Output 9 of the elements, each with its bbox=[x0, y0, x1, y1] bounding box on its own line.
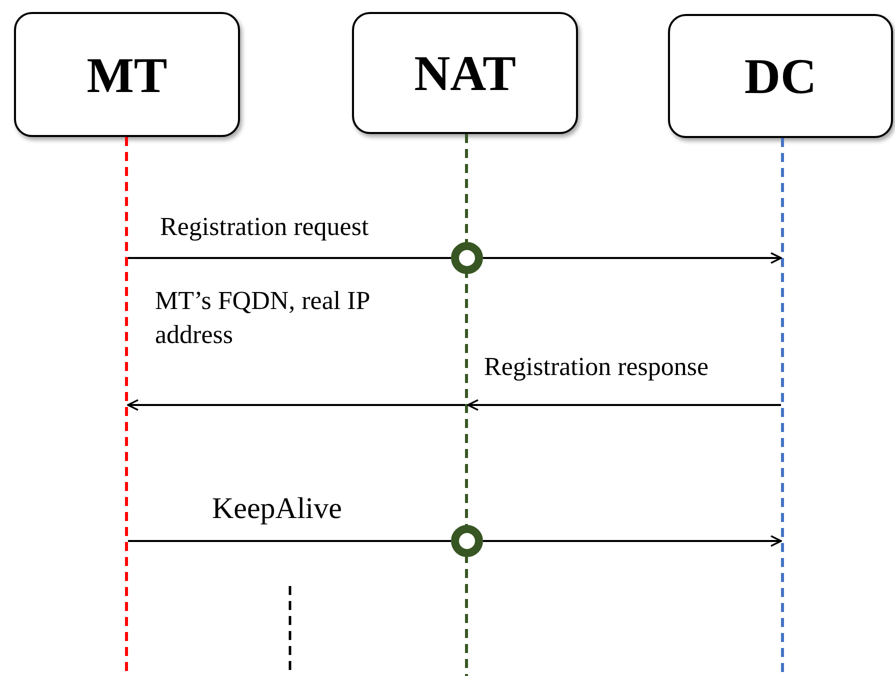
edge-label: Registration response bbox=[484, 352, 709, 382]
edge-label: KeepAlive bbox=[212, 492, 342, 526]
junction-circle bbox=[451, 525, 483, 557]
lifeline-header-box: MT bbox=[14, 12, 240, 137]
edge-label: Registration request bbox=[160, 212, 369, 242]
lifeline-header-box: DC bbox=[668, 14, 893, 138]
lifeline-header-box: NAT bbox=[352, 12, 578, 134]
note-text: MT’s FQDN, real IP address bbox=[155, 285, 370, 351]
junction-circle bbox=[451, 242, 483, 274]
